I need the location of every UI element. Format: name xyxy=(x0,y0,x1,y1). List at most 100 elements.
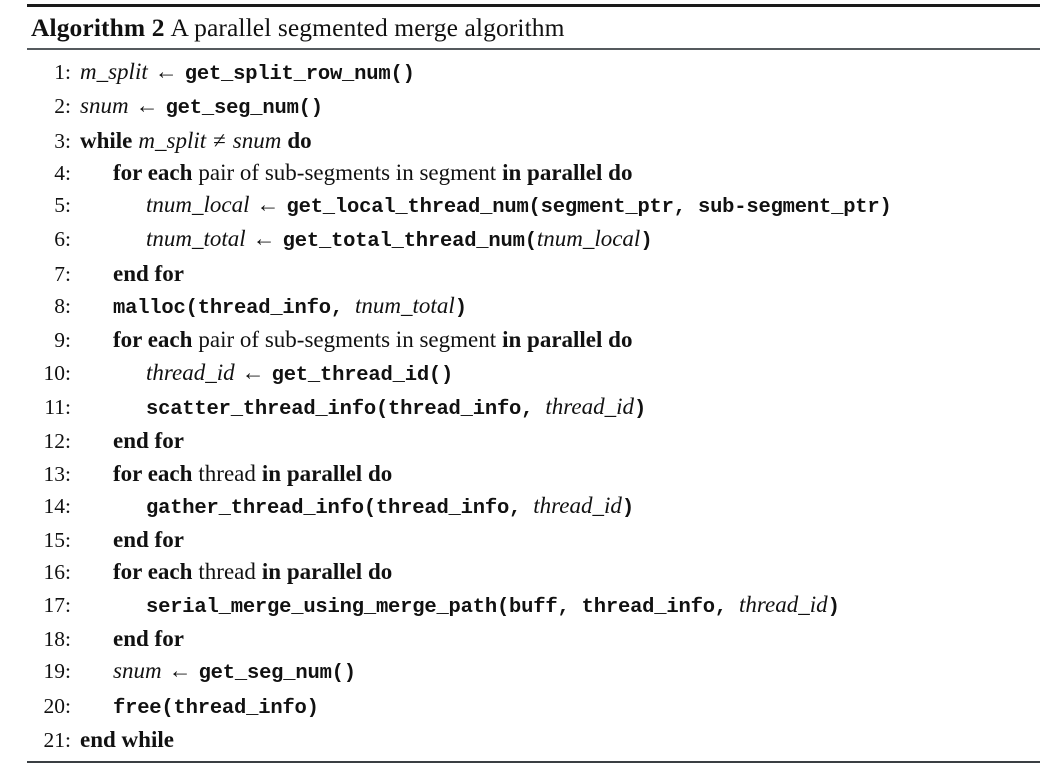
operator-token: ← xyxy=(252,226,276,252)
algorithm-line: 10:thread_id←get_thread_id() xyxy=(27,357,1040,391)
line-number: 10: xyxy=(43,360,71,385)
operator-token: ← xyxy=(256,192,280,218)
algorithm-line: 5:tnum_local←get_local_thread_num(segmen… xyxy=(27,189,1040,223)
function-token: ) xyxy=(827,595,840,619)
line-number: 1: xyxy=(54,60,71,84)
algorithm-line: 21: end while xyxy=(27,724,1040,756)
operator-token: ≠ xyxy=(213,127,226,153)
keyword-token: in parallel do xyxy=(261,460,393,486)
function-token: get_split_row_num() xyxy=(184,63,415,86)
keyword-token: in parallel do xyxy=(261,559,393,585)
function-token: scatter_thread_info(thread_info, xyxy=(146,397,546,421)
keyword-token: in parallel do xyxy=(502,327,633,353)
algorithm-line: 2:snum←get_seg_num() xyxy=(27,90,1040,124)
operator-token: ← xyxy=(135,93,159,119)
function-token: get_total_thread_num( xyxy=(282,230,537,254)
rule-top xyxy=(27,4,1040,7)
line-number: 6: xyxy=(54,227,71,252)
line-number: 20: xyxy=(43,693,71,718)
line-number: 19: xyxy=(43,659,71,684)
keyword-token: end for xyxy=(113,260,184,286)
function-token: get_local_thread_num(segment_ptr, sub-se… xyxy=(286,196,892,220)
line-content: snum←get_seg_num() xyxy=(104,655,356,689)
text-token: thread xyxy=(198,559,256,585)
algorithm-line: 18:end for xyxy=(27,623,1040,655)
algorithm-line: 17: serial_merge_using_merge_path(buff, t… xyxy=(27,589,1040,623)
variable-token: snum xyxy=(80,93,129,119)
keyword-token: end while xyxy=(80,726,174,752)
variable-token: tnum_local xyxy=(536,226,641,252)
operator-token: ← xyxy=(168,658,192,684)
variable-token: tnum_local xyxy=(146,192,250,218)
line-number: 9: xyxy=(54,328,71,353)
line-content: free(thread_info) xyxy=(104,690,319,724)
line-content: tnum_local←get_local_thread_num(segment_… xyxy=(137,189,892,223)
line-number: 12: xyxy=(43,429,71,454)
line-number: 16: xyxy=(43,560,71,585)
text-token: thread xyxy=(198,460,256,486)
function-token: ) xyxy=(640,230,653,254)
variable-token: m_split xyxy=(138,127,207,153)
line-content: serial_merge_using_merge_path(buff, thre… xyxy=(137,589,840,623)
algorithm-caption-text: A parallel segmented merge algorithm xyxy=(170,13,565,42)
variable-token: tnum_total xyxy=(146,226,246,252)
line-content: snum←get_seg_num() xyxy=(71,90,323,124)
operator-token: ← xyxy=(154,59,178,84)
variable-token: tnum_total xyxy=(355,293,455,319)
text-token: pair of sub-segments in segment xyxy=(198,159,497,185)
algorithm-line: 20: free(thread_info) xyxy=(27,690,1040,724)
keyword-token: in parallel do xyxy=(502,159,633,185)
algorithm-line: 14: gather_thread_info(thread_info, threa… xyxy=(27,490,1040,524)
keyword-token: for each xyxy=(113,327,193,353)
function-token: get_seg_num() xyxy=(165,97,324,121)
algorithm-line: 1: m_split← get_split_row_num() xyxy=(27,56,1040,90)
variable-token: thread_id xyxy=(739,591,828,617)
line-content: m_split← get_split_row_num() xyxy=(71,56,415,90)
operator-token: ← xyxy=(241,359,265,385)
algorithm-line: 12: end for xyxy=(27,425,1040,457)
algorithm-line: 8:malloc(thread_info, tnum_total) xyxy=(27,290,1040,324)
keyword-token: while xyxy=(80,127,133,153)
variable-token: snum xyxy=(113,658,162,684)
keyword-token: end for xyxy=(113,428,184,454)
keyword-token: for each xyxy=(113,460,193,486)
variable-token: m_split xyxy=(80,59,148,84)
variable-token: thread_id xyxy=(545,393,634,419)
line-content: end for xyxy=(104,425,184,456)
line-number: 17: xyxy=(43,592,71,617)
line-number: 11: xyxy=(44,394,71,419)
function-token: gather_thread_info(thread_info, xyxy=(146,496,534,520)
algorithm-steps-list: 1:m_split←get_split_row_num()2:snum←get_… xyxy=(27,50,1040,761)
line-content: malloc(thread_info, tnum_total) xyxy=(104,290,467,324)
line-content: gather_thread_info(thread_info, thread_i… xyxy=(137,490,634,524)
line-number: 7: xyxy=(54,261,71,286)
line-content: end for xyxy=(104,524,184,555)
variable-token: thread_id xyxy=(146,359,235,385)
line-content: end while xyxy=(71,724,174,755)
function-token: serial_merge_using_merge_path(buff, thre… xyxy=(146,595,739,619)
algorithm-line: 6: tnum_total←get_total_thread_num(tnum_l… xyxy=(27,223,1040,257)
line-number: 14: xyxy=(43,493,71,518)
algorithm-caption-label: Algorithm 2 xyxy=(31,13,165,42)
function-token: ) xyxy=(633,397,647,421)
function-token: ) xyxy=(454,297,467,321)
algorithm-line: 19: snum←get_seg_num() xyxy=(27,655,1040,689)
keyword-token: end for xyxy=(113,527,184,553)
function-token: free(thread_info) xyxy=(113,696,319,720)
algorithm-line: 7: end for xyxy=(27,258,1040,290)
function-token: get_seg_num() xyxy=(198,662,357,686)
line-number: 3: xyxy=(54,128,71,153)
function-token: ) xyxy=(621,496,634,520)
line-number: 21: xyxy=(43,727,71,752)
function-token: malloc(thread_info, xyxy=(113,297,356,321)
line-number: 13: xyxy=(43,461,71,486)
variable-token: snum xyxy=(232,127,282,153)
